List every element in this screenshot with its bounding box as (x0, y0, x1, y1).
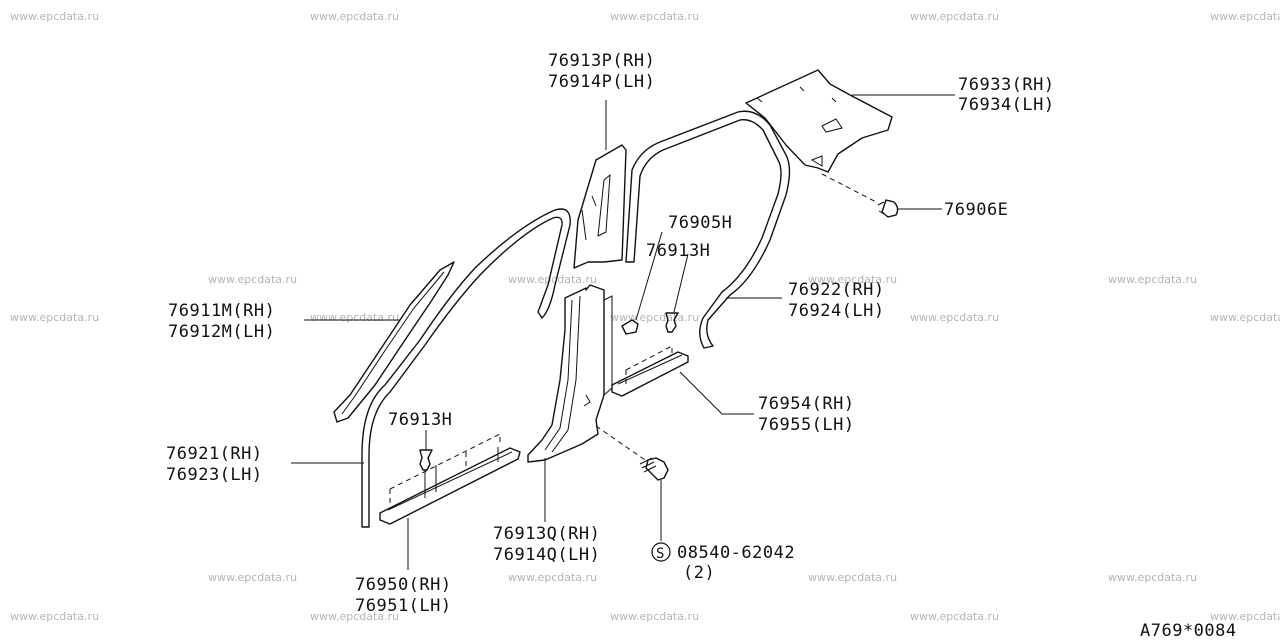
front-kicking-plate (379, 433, 521, 525)
part-label: 76913P(RH) (548, 51, 655, 71)
leader-line (673, 253, 689, 313)
rear-pillar-garnish (745, 69, 893, 173)
watermark-text: www.epcdata.ru (10, 10, 99, 23)
part-label: 76951(LH) (355, 596, 452, 616)
front-pillar-garnish (333, 261, 455, 423)
center-pillar-lower-garnish (527, 284, 605, 463)
part-label: 76934(LH) (958, 95, 1055, 115)
watermark-text: www.epcdata.ru (310, 610, 399, 623)
watermark-text: www.epcdata.ru (310, 10, 399, 23)
watermark-text: www.epcdata.ru (910, 10, 999, 23)
leader-line (635, 231, 663, 321)
part-label: 76914P(LH) (548, 72, 655, 92)
watermark-text: www.epcdata.ru (610, 311, 699, 324)
part-label: 76924(LH) (788, 301, 885, 321)
part-label: 76912M(LH) (168, 322, 275, 342)
watermark-text: www.epcdata.ru (1108, 571, 1197, 584)
watermark-text: www.epcdata.ru (1210, 610, 1280, 623)
watermark-text: www.epcdata.ru (208, 571, 297, 584)
callout-labels: 76913P(RH) 76914P(LH) 76933(RH) 76934(LH… (166, 51, 1237, 640)
part-label: 76905H (668, 213, 732, 233)
watermark-text: www.epcdata.ru (1210, 10, 1280, 23)
part-label: 76923(LH) (166, 465, 263, 485)
watermark-text: www.epcdata.ru (610, 610, 699, 623)
watermark-text: www.epcdata.ru (1210, 311, 1280, 324)
part-label: 76933(RH) (958, 75, 1055, 95)
clip-dashed-guide (821, 173, 879, 204)
watermark-text: www.epcdata.ru (910, 311, 999, 324)
diagram-code: A769*0084 (1140, 621, 1237, 640)
part-label: 08540-62042 (677, 543, 795, 563)
rear-kicking-plate (611, 312, 689, 397)
watermark-text: www.epcdata.ru (808, 273, 897, 286)
front-welt (361, 208, 571, 528)
watermark-text: www.epcdata.ru (1108, 273, 1197, 286)
part-label: 76921(RH) (166, 444, 263, 464)
part-label: 76913Q(RH) (493, 524, 600, 544)
screw (595, 425, 669, 481)
screw-symbol-letter: S (656, 546, 665, 562)
leader-line (679, 371, 754, 415)
part-label: 76922(RH) (788, 280, 885, 300)
watermark-text: www.epcdata.ru (910, 610, 999, 623)
clip-76906E (877, 199, 899, 218)
part-label: 76913H (388, 410, 452, 430)
part-label: 76950(RH) (355, 575, 452, 595)
watermark-text: www.epcdata.ru (208, 273, 297, 286)
watermark-text: www.epcdata.ru (310, 311, 399, 324)
part-label: 76913H (646, 241, 710, 261)
watermark-text: www.epcdata.ru (610, 10, 699, 23)
screw-symbol: S (651, 542, 671, 562)
leader-lines (291, 94, 955, 570)
part-label: 76914Q(LH) (493, 545, 600, 565)
center-pillar-upper-garnish (573, 144, 627, 269)
part-label: 76954(RH) (758, 394, 855, 414)
watermark-text: www.epcdata.ru (10, 311, 99, 324)
part-label: 76955(LH) (758, 415, 855, 435)
watermark-text: www.epcdata.ru (10, 610, 99, 623)
parts-drawing (333, 69, 899, 528)
watermark-text: www.epcdata.ru (508, 571, 597, 584)
watermark-layer: www.epcdata.ru www.epcdata.ru www.epcdat… (10, 10, 1280, 623)
watermark-text: www.epcdata.ru (808, 571, 897, 584)
rear-welt (625, 110, 791, 349)
part-label: 76911M(RH) (168, 301, 275, 321)
part-label: 76906E (944, 200, 1008, 220)
part-label: (2) (683, 563, 715, 583)
watermark-text: www.epcdata.ru (508, 273, 597, 286)
